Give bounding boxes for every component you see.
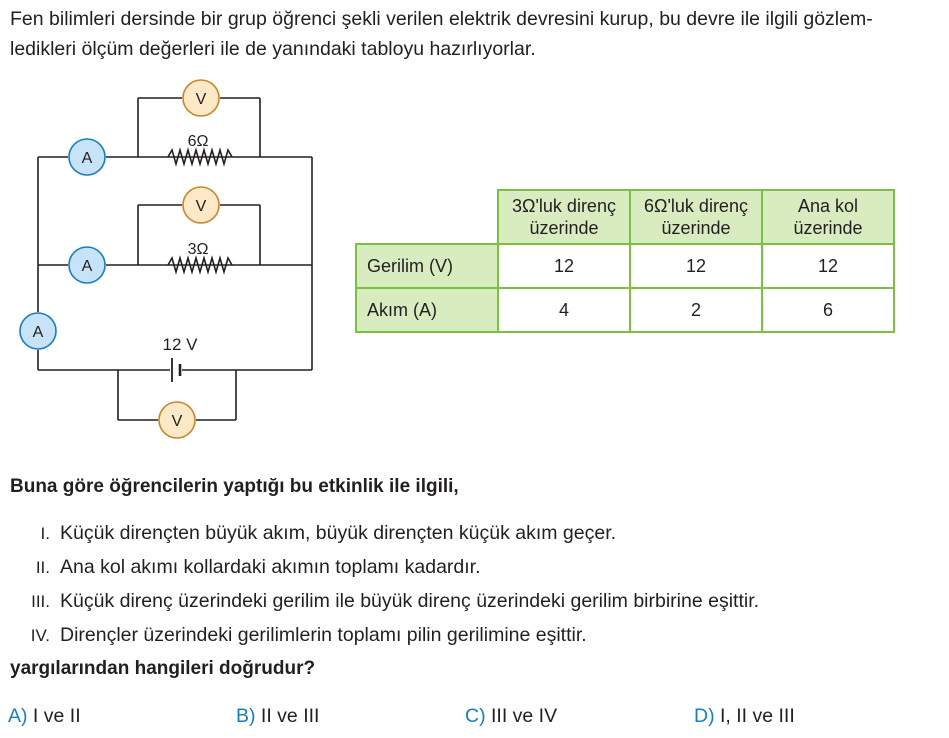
list-item: III. Küçük direnç üzerindeki gerilim ile …	[22, 584, 759, 618]
intro-line-2: ledikleri ölçüm değerleri ile de yanında…	[10, 38, 536, 60]
ammeter-main-label: A	[33, 324, 44, 341]
table-header-main: Ana kol üzerinde	[761, 189, 895, 245]
battery-icon	[170, 358, 182, 382]
table-header-3ohm: 3Ω'luk direnç üzerinde	[497, 189, 631, 245]
option-a-letter: A)	[8, 705, 28, 727]
ammeter-top: A	[68, 138, 106, 176]
voltmeter-middle-label: V	[196, 198, 207, 215]
list-item: I. Küçük dirençten büyük akım, büyük dire…	[22, 516, 759, 550]
ammeter-top-label: A	[82, 150, 93, 167]
cell-voltage-main: 12	[761, 243, 895, 289]
resistor-6ohm-label: 6Ω	[188, 133, 209, 150]
table-header-row: 3Ω'luk direnç üzerinde 6Ω'luk direnç üze…	[356, 189, 895, 245]
statement-number: II.	[35, 558, 50, 577]
statement-text: Dirençler üzerindeki gerilimlerin toplam…	[60, 624, 587, 646]
statement-number: I.	[40, 524, 50, 543]
row-label-voltage: Gerilim (V)	[355, 243, 499, 289]
list-item: II. Ana kol akımı kollardaki akımın topla…	[22, 550, 759, 584]
statement-list: I. Küçük dirençten büyük akım, büyük dire…	[22, 516, 759, 652]
option-b-letter: B)	[236, 705, 256, 727]
option-b-text: II ve III	[260, 705, 320, 727]
cell-current-main: 6	[761, 287, 895, 333]
option-d-text: I, II ve III	[720, 705, 795, 727]
battery-label: 12 V	[163, 335, 199, 354]
voltmeter-top-label: V	[196, 91, 207, 108]
ammeter-main: A	[19, 312, 57, 350]
question-stem: Buna göre öğrencilerin yaptığı bu etkinl…	[10, 476, 459, 497]
option-d[interactable]: D) I, II ve III	[694, 705, 795, 728]
resistor-3ohm-label: 3Ω	[188, 241, 209, 258]
option-c[interactable]: C) III ve IV	[465, 705, 557, 728]
option-a[interactable]: A) I ve II	[8, 705, 81, 728]
option-c-letter: C)	[465, 705, 486, 727]
table-header-6ohm: 6Ω'luk direnç üzerinde	[629, 189, 763, 245]
statement-text: Küçük dirençten büyük akım, büyük direnç…	[60, 522, 617, 544]
circuit-wires	[37, 97, 313, 421]
ammeter-middle: A	[68, 246, 106, 284]
question-closing: yargılarından hangileri doğrudur?	[10, 658, 316, 679]
option-a-text: I ve II	[32, 705, 81, 727]
statement-text: Küçük direnç üzerindeki gerilim ile büyü…	[60, 590, 760, 612]
table-row: Akım (A) 4 2 6	[355, 287, 895, 333]
statement-number: III.	[31, 592, 50, 611]
cell-voltage-3ohm: 12	[497, 243, 631, 289]
voltmeter-middle: V	[182, 186, 220, 224]
circuit-diagram: 6Ω 3Ω 12 V A A A V V V	[19, 79, 313, 439]
intro-line-1: Fen bilimleri dersinde bir grup öğrenci …	[10, 8, 873, 30]
option-b[interactable]: B) II ve III	[236, 705, 319, 728]
option-d-letter: D)	[694, 705, 715, 727]
intro-paragraph: Fen bilimleri dersinde bir grup öğrenci …	[10, 4, 940, 64]
option-c-text: III ve IV	[491, 705, 558, 727]
cell-current-3ohm: 4	[497, 287, 631, 333]
statement-number: IV.	[30, 626, 50, 645]
statement-text: Ana kol akımı kollardaki akımın toplamı …	[60, 556, 481, 578]
voltmeter-top: V	[182, 79, 220, 117]
cell-voltage-6ohm: 12	[629, 243, 763, 289]
row-label-current: Akım (A)	[355, 287, 499, 333]
resistor-6ohm-zigzag	[167, 147, 233, 167]
table-row: Gerilim (V) 12 12 12	[355, 243, 895, 289]
voltmeter-battery: V	[158, 401, 196, 439]
resistor-3ohm-zigzag	[167, 255, 233, 275]
table-corner	[356, 190, 498, 244]
measurement-table: 3Ω'luk direnç üzerinde 6Ω'luk direnç üze…	[355, 189, 895, 333]
answer-options: A) I ve II B) II ve III C) III ve IV D) …	[8, 705, 938, 733]
ammeter-middle-label: A	[82, 258, 93, 275]
cell-current-6ohm: 2	[629, 287, 763, 333]
voltmeter-battery-label: V	[172, 413, 183, 430]
list-item: IV. Dirençler üzerindeki gerilimlerin top…	[22, 618, 759, 652]
